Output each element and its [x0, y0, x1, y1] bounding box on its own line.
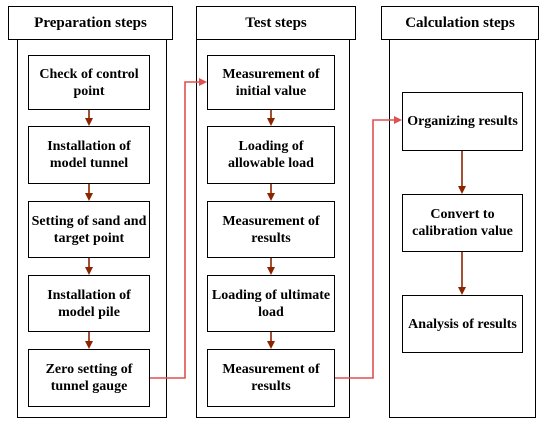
step-organize-results: Organizing results: [402, 92, 523, 151]
step-set-sand-target-point: Setting of sand and target point: [28, 201, 150, 258]
step-zero-setting-tunnel-gauge: Zero setting of tunnel gauge: [28, 349, 150, 407]
step-load-allowable-load: Loading of allowable load: [207, 126, 335, 184]
preparation-header: Preparation steps: [8, 6, 173, 40]
test-header: Test steps: [196, 6, 356, 40]
step-install-model-pile: Installation of model pile: [28, 275, 150, 332]
step-convert-calibration: Convert to calibration value: [402, 194, 523, 252]
step-measure-results-1: Measurement of results: [207, 201, 335, 258]
step-measure-results-2: Measurement of results: [207, 349, 335, 407]
connector-test-to-calc: [335, 116, 402, 379]
step-measure-initial-value: Measurement of initial value: [207, 55, 335, 110]
step-check-control-point: Check of control point: [28, 55, 150, 110]
step-load-ultimate-load: Loading of ultimate load: [207, 275, 335, 332]
connector-prep-to-test: [150, 78, 207, 379]
step-install-model-tunnel: Installation of model tunnel: [28, 126, 150, 184]
step-analysis-results: Analysis of results: [402, 295, 523, 353]
calculation-header: Calculation steps: [381, 6, 539, 40]
